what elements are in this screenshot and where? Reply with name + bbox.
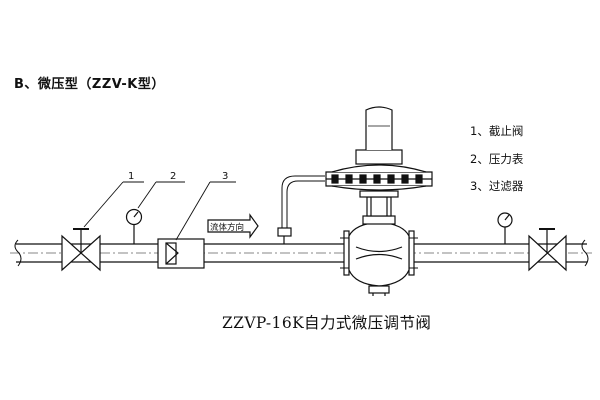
section-title: B、微压型（ZZV-K型） (14, 77, 165, 92)
pressure-gauge-right (497, 212, 513, 244)
diagram-caption: ZZVP-16K自力式微压调节阀 (222, 314, 432, 332)
shutoff-valve-right (528, 228, 567, 272)
filter (157, 238, 205, 269)
item-number-2: 2 (170, 171, 176, 182)
shutoff-valve-left (61, 228, 101, 272)
pressure-gauge-left (125, 208, 143, 244)
regulating-valve (325, 106, 433, 296)
item-number-3: 3 (222, 171, 228, 182)
legend-item-shutoff-valve: 1、截止阀 (470, 124, 524, 138)
flow-direction-label: 流体方向 (210, 222, 244, 233)
item-number-1: 1 (128, 171, 134, 182)
leader-lines (83, 181, 236, 241)
impulse-line (277, 175, 325, 244)
legend-item-pressure-gauge: 2、压力表 (470, 152, 524, 166)
legend-item-filter: 3、过滤器 (470, 179, 524, 193)
flow-direction-arrow (207, 213, 259, 239)
